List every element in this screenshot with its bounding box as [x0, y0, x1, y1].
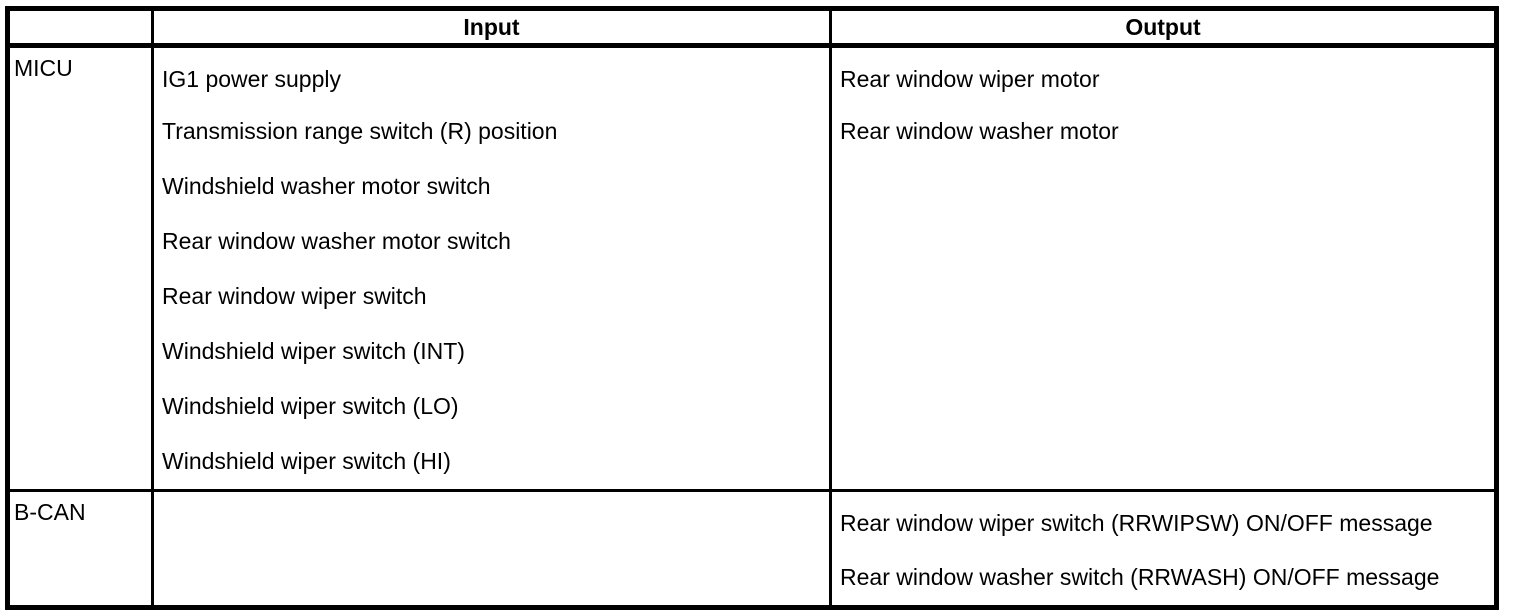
header-output: Output [830, 8, 1497, 48]
list-item: Rear window wiper switch (RRWIPSW) ON/OF… [840, 510, 1433, 536]
row-input-cell-bcan [152, 490, 832, 608]
output-list-bcan: Rear window wiper switch (RRWIPSW) ON/OF… [832, 492, 1494, 605]
row-output-cell-bcan: Rear window wiper switch (RRWIPSW) ON/OF… [831, 491, 1497, 608]
header-row: Input Output [7, 8, 1497, 48]
table-header: Input Output [7, 8, 1497, 48]
list-item: Windshield washer motor switch [162, 173, 491, 199]
list-item: Rear window washer motor [840, 118, 1119, 144]
list-item: Rear window wiper switch [162, 283, 427, 309]
list-item: Windshield wiper switch (HI) [162, 448, 451, 474]
list-item: Transmission range switch (R) position [162, 118, 558, 144]
table-body: MICU IG1 power supply Transmission range… [7, 45, 1497, 608]
row-output-cell-micu: Rear window wiper motor Rear window wash… [830, 45, 1497, 492]
list-item: Rear window washer switch (RRWASH) ON/OF… [840, 564, 1440, 590]
table-row: B-CAN Rear window wiper switch (RRWIPSW)… [7, 490, 1497, 608]
input-list-micu: IG1 power supply Transmission range swit… [154, 48, 829, 489]
page-root: Input Output MICU IG1 power supply Trans… [5, 6, 1499, 610]
header-system [7, 8, 154, 48]
row-system-cell-bcan: B-CAN [7, 490, 154, 608]
system-label: MICU [14, 55, 73, 81]
output-list-micu: Rear window wiper motor Rear window wash… [832, 48, 1494, 159]
system-label: B-CAN [14, 499, 86, 525]
list-item: IG1 power supply [162, 66, 341, 92]
header-input: Input [152, 8, 832, 48]
list-item: Windshield wiper switch (LO) [162, 393, 459, 419]
list-item: Rear window washer motor switch [162, 228, 511, 254]
list-item: Rear window wiper motor [840, 66, 1100, 92]
list-item: Windshield wiper switch (INT) [162, 338, 465, 364]
table-row: MICU IG1 power supply Transmission range… [7, 45, 1497, 492]
input-output-table: Input Output MICU IG1 power supply Trans… [5, 6, 1499, 610]
row-system-cell-micu: MICU [7, 45, 154, 492]
row-input-cell-micu: IG1 power supply Transmission range swit… [152, 45, 832, 492]
